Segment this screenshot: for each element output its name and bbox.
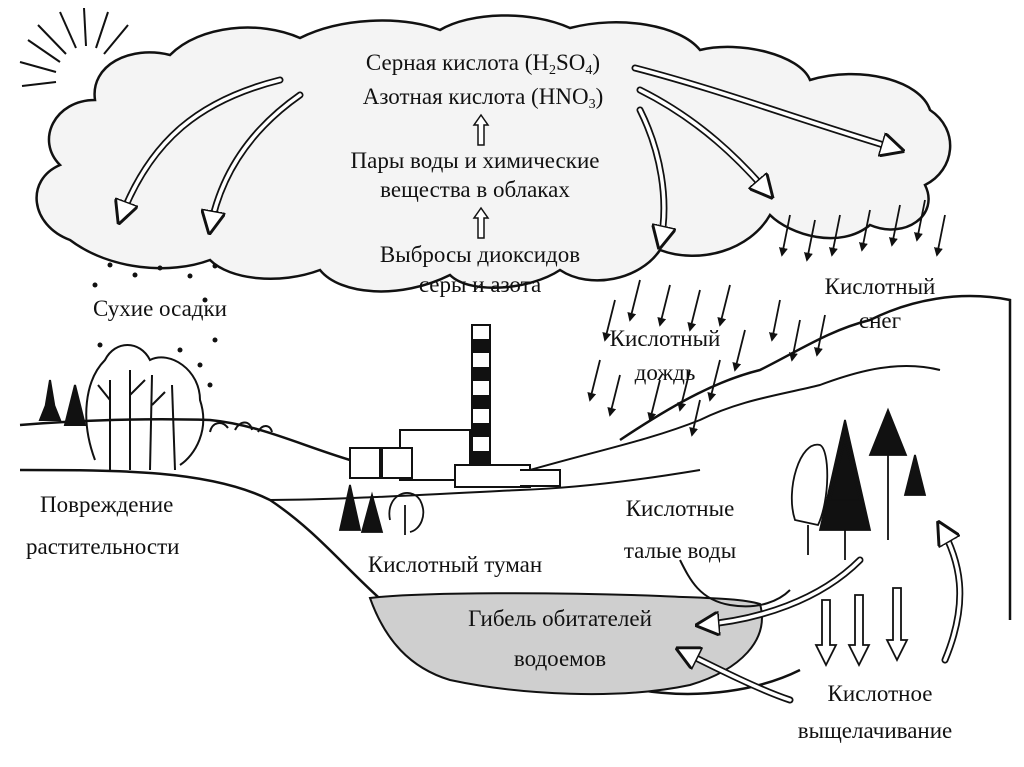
right-forest [791, 407, 927, 560]
acid-snow-streaks [768, 199, 946, 362]
dry-deposition-label: Сухие осадки [93, 296, 227, 321]
sulfuric-acid-text: Серная кислота (H [365, 50, 550, 75]
sulfuric-acid-sub-2: 2 [549, 63, 557, 78]
sulfuric-acid-so: SO [556, 50, 586, 75]
small-trees [338, 484, 425, 535]
lake-inflow-arrows-inner [680, 525, 962, 702]
vegetation-damage-label-line2: растительности [26, 534, 180, 559]
meltwater-label-line1: Кислотные [625, 496, 735, 521]
dry-deposition-particles [92, 262, 218, 388]
vegetation-damage-label-line1: Повреждение [40, 492, 174, 517]
acid-flow-arrows-inner [120, 66, 900, 245]
factory [349, 324, 561, 488]
nitric-acid-close: ) [595, 84, 604, 109]
sulfuric-acid-close: ) [592, 50, 601, 75]
aquatic-death-label-line2: водоемов [513, 646, 607, 671]
midground-line [269, 469, 701, 501]
leaching-label-line1: Кислотное [827, 681, 933, 706]
emissions-label-line1: Выбросы диоксидов [379, 242, 581, 267]
acid-fog-label: Кислотный туман [367, 552, 543, 577]
sun-icon [19, 7, 129, 87]
sulfuric-acid-label: Серная кислота (H2SO4) [323, 50, 643, 78]
acid-rain-streaks [587, 279, 746, 437]
acid-rain-label-line2: дождь [634, 360, 696, 385]
acid-snow-label-line2: снег [858, 308, 902, 333]
acid-rain-label-line1: Кислотный [609, 326, 721, 351]
nitric-acid-text: Азотная кислота (HNO [362, 84, 589, 109]
vapors-label-line2: вещества в облаках [380, 177, 570, 202]
leaching-label-line2: выщелачивание [797, 718, 953, 743]
nitric-acid-sub-3: 3 [588, 97, 596, 112]
acid-snow-label-line1: Кислотный [824, 274, 936, 299]
nitric-acid-label: Азотная кислота (HNO3) [323, 84, 643, 112]
sulfuric-acid-sub-4: 4 [585, 63, 593, 78]
aquatic-death-label-line1: Гибель обитателей [468, 606, 652, 631]
lake [368, 592, 763, 696]
emissions-label-line2: серы и азота [418, 272, 542, 297]
meltwater-label-line2: талые воды [623, 538, 737, 563]
mid-hill [529, 365, 941, 471]
damaged-trees [38, 344, 273, 471]
vapors-label-line1: Пары воды и химические [350, 148, 600, 173]
meltwater-stream [679, 559, 791, 608]
leaching-arrows [814, 587, 909, 668]
upward-arrows [472, 113, 490, 239]
